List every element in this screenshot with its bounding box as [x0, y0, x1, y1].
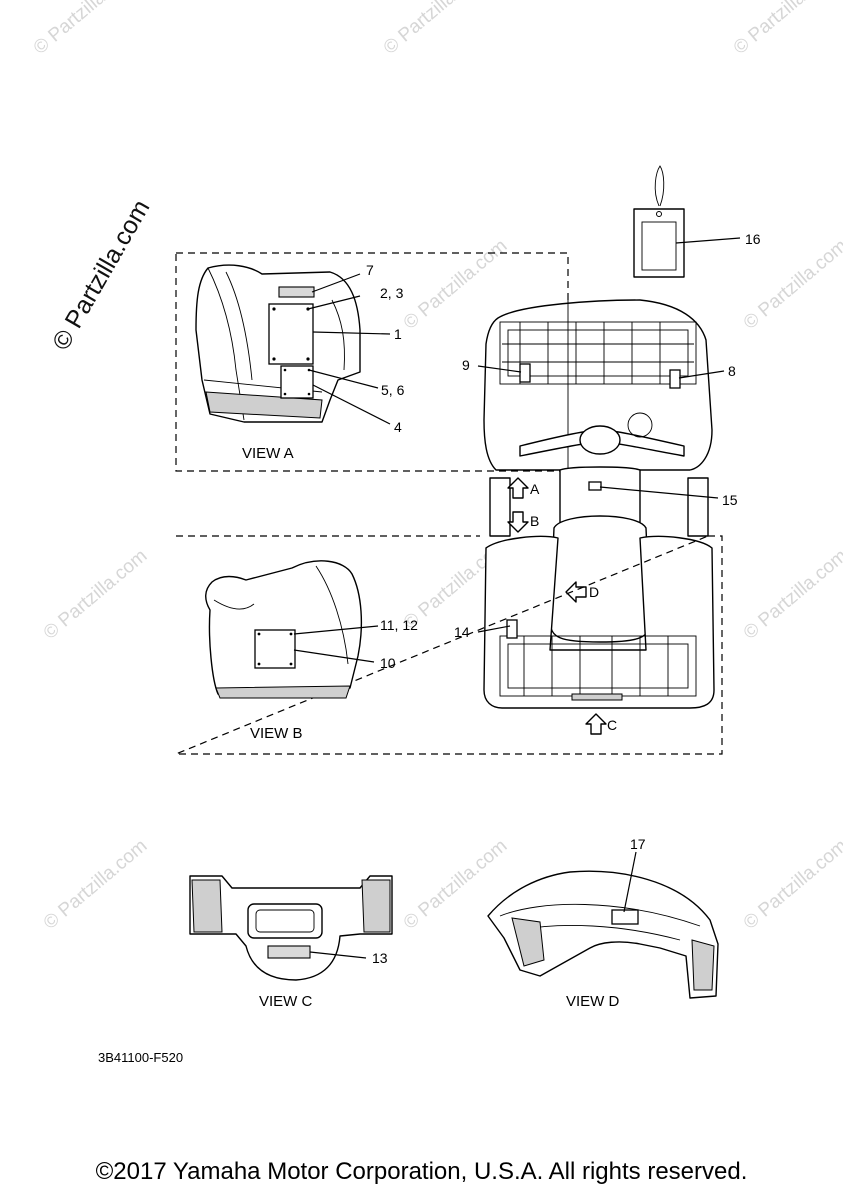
arrow-label-d: D	[589, 584, 599, 600]
hang-tag	[633, 165, 685, 278]
diagram-code: 3B41100-F520	[98, 1050, 184, 1065]
callout-10: 10	[380, 655, 396, 671]
view-a-label: VIEW A	[242, 445, 294, 462]
callout-1: 1	[394, 326, 402, 342]
callout-14: 14	[454, 624, 470, 640]
view-a-part	[195, 264, 361, 423]
watermark: © Partzilla.com	[400, 235, 512, 333]
watermark: © Partzilla.com	[740, 545, 843, 643]
view-arrow-c: C	[585, 713, 617, 735]
watermark-main: © Partzilla.com	[47, 195, 155, 355]
watermark: © Partzilla.com	[730, 0, 842, 59]
callout-16: 16	[745, 231, 761, 247]
view-c-part	[189, 875, 393, 981]
copyright-footer: ©2017 Yamaha Motor Corporation, U.S.A. A…	[95, 1158, 748, 1185]
watermark: © Partzilla.com	[740, 235, 843, 333]
view-arrow-a: A	[507, 477, 540, 499]
callout-8: 8	[728, 363, 736, 379]
callout-15: 15	[722, 492, 738, 508]
arrow-label-c: C	[607, 717, 617, 733]
view-d-label: VIEW D	[566, 993, 620, 1010]
view-b-part	[205, 560, 363, 699]
view-arrow-d: D	[565, 581, 599, 603]
callout-13: 13	[372, 950, 388, 966]
atv-top-view	[483, 299, 715, 709]
view-a-frame	[175, 252, 569, 472]
callout-7: 7	[366, 262, 374, 278]
arrow-label-a: A	[530, 481, 540, 497]
callout-2-3: 2, 3	[380, 285, 404, 301]
watermark-layer: © Partzilla.com © Partzilla.com © Partzi…	[30, 0, 843, 934]
callout-11-12: 11, 12	[380, 617, 418, 633]
watermark: © Partzilla.com	[40, 835, 152, 933]
callout-17: 17	[630, 836, 646, 852]
callout-9: 9	[462, 357, 470, 373]
callout-5-6: 5, 6	[381, 382, 405, 398]
view-d-part	[487, 870, 719, 999]
view-b-frame	[175, 535, 723, 755]
view-b-label: VIEW B	[250, 725, 303, 742]
watermark: © Partzilla.com	[380, 0, 492, 59]
view-c-label: VIEW C	[259, 993, 313, 1010]
view-arrow-b: B	[507, 511, 539, 533]
arrow-label-b: B	[530, 513, 539, 529]
callout-4: 4	[394, 419, 402, 435]
watermark: © Partzilla.com	[40, 545, 152, 643]
watermark: © Partzilla.com	[740, 835, 843, 933]
watermark: © Partzilla.com	[30, 0, 142, 59]
